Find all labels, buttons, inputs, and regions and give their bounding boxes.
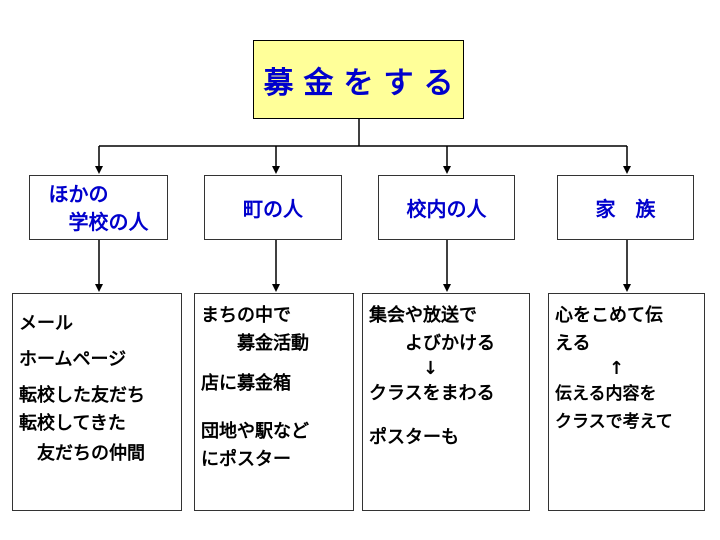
detail-line — [201, 408, 347, 418]
detail-line — [19, 374, 175, 382]
detail-line: える — [555, 333, 591, 354]
root-node: 募金をする — [253, 40, 464, 119]
arrowhead-4 — [623, 166, 631, 174]
arrowhead-1 — [95, 166, 103, 174]
detail-line: ↓ — [369, 358, 439, 379]
arrowhead-5 — [95, 284, 103, 292]
detail-line: 転校した友だち — [19, 385, 145, 406]
detail-line: にポスター — [201, 449, 291, 470]
detail-line: ポスターも — [369, 427, 459, 448]
detail-line: よびかける — [369, 333, 495, 354]
detail-line: クラスをまわる — [369, 383, 495, 404]
arrowhead-3 — [443, 166, 451, 174]
category-label: ほかの 学校の人 — [48, 181, 149, 234]
arrowhead-7 — [443, 284, 451, 292]
detail-line: 団地や駅など — [201, 421, 309, 442]
detail-family: 心をこめて伝 える ↑ 伝える内容を クラスで考えて — [548, 293, 705, 511]
detail-line — [369, 408, 523, 418]
detail-line: まちの中で — [201, 305, 291, 326]
detail-school-people: 集会や放送で よびかける ↓ クラスをまわる ポスターも — [362, 293, 530, 511]
arrowhead-8 — [623, 284, 631, 292]
detail-town-people: まちの中で 募金活動 店に募金箱 団地や駅など にポスター — [194, 293, 354, 511]
detail-line: 転校してきた — [19, 413, 126, 434]
detail-line: 集会や放送で — [369, 305, 477, 326]
detail-other-schools: メール ホームページ 転校した友だち 転校してきた 友だちの仲間 — [12, 293, 182, 511]
detail-line — [201, 398, 347, 408]
category-other-schools: ほかの 学校の人 — [29, 175, 168, 240]
detail-line: 伝える内容を — [555, 384, 657, 404]
detail-line: クラスで考えて — [555, 412, 673, 432]
category-label: 校内の人 — [406, 197, 487, 221]
detail-line: 募金活動 — [201, 333, 309, 354]
category-family: 家 族 — [557, 175, 694, 240]
detail-line: ホームページ — [19, 349, 127, 370]
detail-line: ↑ — [555, 358, 625, 379]
detail-line: 心をこめて伝 — [555, 305, 663, 326]
arrowhead-6 — [272, 284, 280, 292]
arrowhead-2 — [272, 166, 280, 174]
detail-line — [19, 338, 175, 346]
category-town-people: 町の人 — [204, 175, 342, 240]
category-label: 町の人 — [243, 197, 303, 221]
root-label: 募金をする — [263, 65, 464, 101]
category-school-people: 校内の人 — [378, 175, 515, 240]
detail-line: 友だちの仲間 — [19, 443, 145, 464]
detail-line: 店に募金箱 — [201, 373, 291, 394]
detail-line: メール — [19, 313, 73, 334]
category-label: 家 族 — [595, 197, 656, 221]
